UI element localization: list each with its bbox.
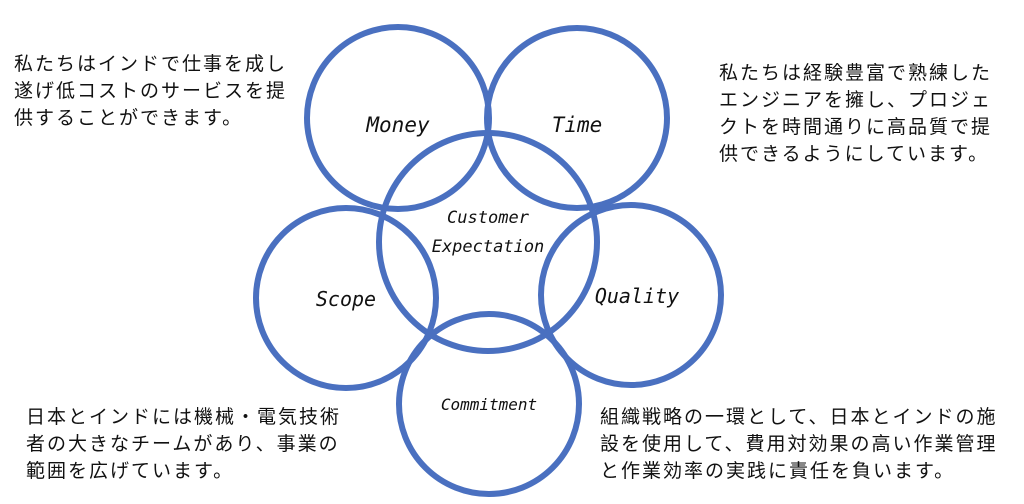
commitment-note: 組織戦略の一環として、日本とインドの施 設を使用して、費用対効果の高い作業管理 … [600, 404, 997, 485]
commitment-label: Commitment [441, 395, 537, 414]
expectation-label: Expectation [432, 237, 545, 257]
customer-label: Customer [447, 208, 530, 228]
note-line: 供することができます。 [14, 107, 244, 129]
note-line: 組織戦略の一環として、日本とインドの施 [600, 406, 998, 428]
note-line: 者の大きなチームがあり、事業の [26, 433, 340, 455]
scope-label: Scope [316, 287, 376, 311]
time-circle [484, 25, 670, 211]
commitment-circle [396, 311, 582, 497]
note-line: 供できるようにしています。 [719, 143, 990, 165]
time-label: Time [552, 113, 603, 137]
time-note: 私たちは経験豊富で熟練した エンジニアを擁し、プロジェ クトを時間通りに高品質で… [719, 60, 992, 168]
note-line: 私たちはインドで仕事を成し [14, 53, 288, 75]
note-line: と作業効率の実践に責任を負います。 [600, 460, 956, 482]
note-line: 範囲を広げています。 [26, 460, 235, 482]
note-line: エンジニアを擁し、プロジェ [719, 89, 993, 111]
quality-circle [538, 202, 724, 388]
quality-label: Quality [595, 284, 679, 308]
scope-circle [253, 205, 439, 391]
scope-note: 日本とインドには機械・電気技術 者の大きなチームがあり、事業の 範囲を広げていま… [26, 404, 341, 485]
note-line: クトを時間通りに高品質で提 [719, 116, 993, 138]
note-line: 日本とインドには機械・電気技術 [26, 406, 342, 428]
note-line: 遂げ低コストのサービスを提 [14, 80, 288, 102]
note-line: 私たちは経験豊富で熟練した [719, 62, 993, 84]
money-note: 私たちはインドで仕事を成し 遂げ低コストのサービスを提 供することができます。 [14, 51, 287, 132]
customer-expectation-circle [376, 130, 600, 354]
money-label: Money [365, 113, 430, 137]
note-line: 設を使用して、費用対効果の高い作業管理 [600, 433, 998, 455]
